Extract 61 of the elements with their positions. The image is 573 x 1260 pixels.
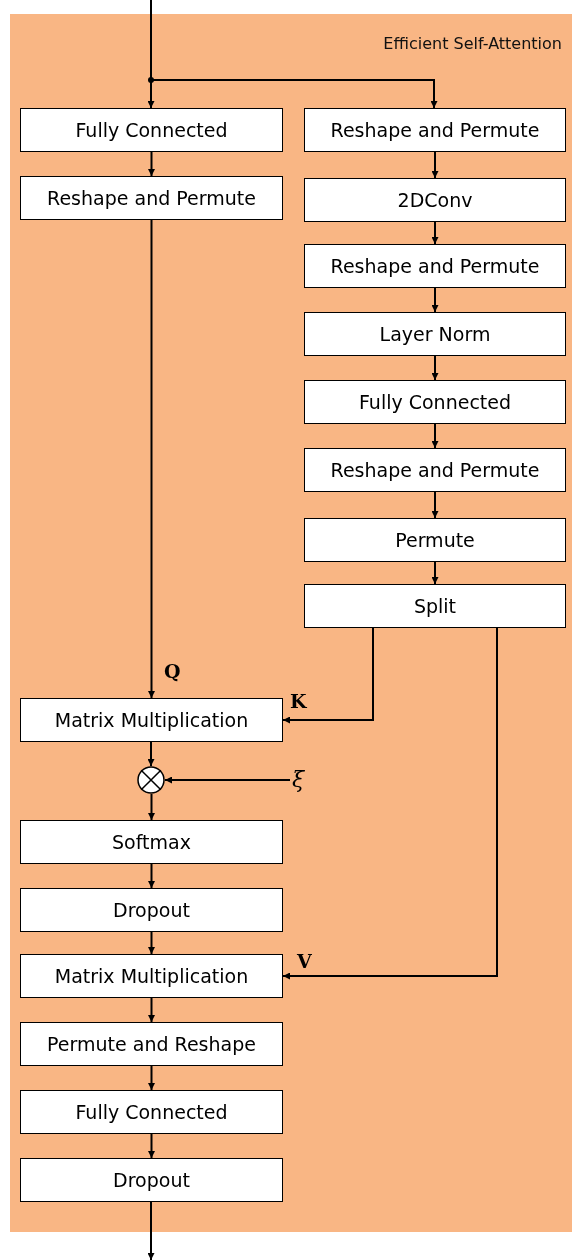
arrow (431, 491, 439, 519)
process-box (20, 176, 283, 220)
arrow (148, 931, 155, 955)
process-box (20, 108, 283, 152)
process-box (20, 1022, 283, 1066)
arrow (148, 1133, 155, 1159)
box-label: Dropout (113, 1169, 190, 1191)
box-label: Matrix Multiplication (54, 965, 249, 987)
arrow (148, 219, 155, 699)
arrow (431, 221, 439, 245)
module-panel (10, 14, 572, 1232)
edge-label: K (290, 690, 307, 712)
process-box (304, 312, 566, 356)
multiply-circle (137, 766, 165, 794)
box-label: Layer Norm (379, 323, 491, 345)
box-label: Permute (395, 529, 475, 551)
process-box (304, 108, 566, 152)
box-label: Dropout (113, 899, 190, 921)
box-label: Reshape and Permute (330, 459, 540, 481)
arrow (147, 1201, 155, 1260)
arrow (431, 423, 439, 449)
arrow (431, 355, 439, 381)
arrow (147, 741, 155, 767)
edge-label: Q (164, 660, 181, 682)
arrow (148, 1065, 155, 1091)
box-label: Reshape and Permute (330, 255, 540, 277)
box-label: Split (413, 595, 457, 617)
process-box (304, 380, 566, 424)
box-label: Softmax (112, 831, 191, 853)
arrow (164, 776, 291, 784)
box-label: Permute and Reshape (47, 1033, 256, 1055)
process-box (304, 584, 566, 628)
process-box (20, 820, 283, 864)
arrow (148, 793, 155, 821)
arrow (282, 627, 498, 980)
box-label: 2DConv (397, 189, 473, 211)
process-box (20, 698, 283, 742)
arrow (431, 151, 439, 179)
process-box (304, 178, 566, 222)
arrow (282, 627, 374, 724)
box-label: Fully Connected (358, 391, 512, 413)
arrow (431, 287, 439, 313)
box-label: Reshape and Permute (330, 119, 540, 141)
box-label: Fully Connected (75, 119, 228, 141)
arrow (148, 151, 155, 177)
arrow (431, 561, 439, 585)
edge-label: V (297, 950, 312, 972)
box-label: Reshape and Permute (47, 187, 256, 209)
process-box (20, 888, 283, 932)
process-box (20, 1090, 283, 1134)
process-box (304, 244, 566, 288)
process-box (20, 954, 283, 998)
process-box (20, 1158, 283, 1202)
box-label: Matrix Multiplication (54, 709, 249, 731)
panel-title: Efficient Self-Attention (383, 34, 562, 53)
process-box (304, 448, 566, 492)
variable-symbol: ξ (291, 769, 305, 791)
process-box (304, 518, 566, 562)
box-label: Fully Connected (75, 1101, 228, 1123)
arrow (148, 997, 155, 1023)
arrow (148, 863, 155, 889)
